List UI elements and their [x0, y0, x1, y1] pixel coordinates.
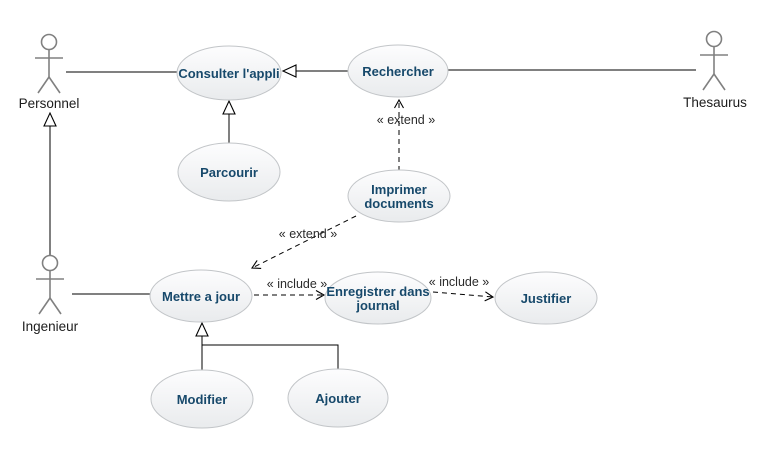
- edge-generalization-ajouter-branch: [202, 344, 339, 369]
- edge-extend-imprimer-mettre: [250, 215, 357, 269]
- usecase-label: Parcourir: [200, 165, 258, 180]
- usecase-label-line2: journal: [355, 298, 399, 313]
- usecase-mettre-a-jour[interactable]: Mettre a jour: [149, 269, 253, 323]
- usecase-imprimer-documents[interactable]: Imprimer documents: [347, 169, 451, 223]
- usecase-label-line1: Enregistrer dans: [326, 284, 429, 299]
- include-label: « include »: [429, 275, 490, 289]
- extend-label: « extend »: [377, 113, 435, 127]
- usecase-label-line1: Imprimer: [371, 182, 427, 197]
- usecase-label: Ajouter: [315, 391, 361, 406]
- actor-thesaurus[interactable]: Thesaurus: [683, 30, 747, 111]
- usecase-label: Mettre a jour: [162, 289, 240, 304]
- usecase-ajouter[interactable]: Ajouter: [287, 368, 389, 428]
- actor-label: Thesaurus: [683, 95, 747, 110]
- edge-include-enregistrer-justifier: [432, 291, 495, 302]
- usecase-enregistrer-dans-journal[interactable]: Enregistrer dans journal: [324, 271, 432, 325]
- extend-label: « extend »: [279, 227, 337, 241]
- actor-label: Ingenieur: [22, 319, 79, 334]
- usecase-consulter-lappli[interactable]: Consulter l'appli: [176, 45, 282, 101]
- usecase-label: Rechercher: [362, 64, 434, 79]
- include-label: « include »: [267, 277, 328, 291]
- actor-ingenieur[interactable]: Ingenieur: [22, 254, 79, 335]
- stick-figure-icon: [36, 254, 64, 315]
- stick-figure-icon: [700, 30, 728, 91]
- usecase-rechercher[interactable]: Rechercher: [347, 44, 449, 98]
- usecase-modifier[interactable]: Modifier: [150, 369, 254, 429]
- usecase-justifier[interactable]: Justifier: [494, 271, 598, 325]
- usecase-parcourir[interactable]: Parcourir: [177, 142, 281, 202]
- usecase-label: Justifier: [521, 291, 572, 306]
- actor-personnel[interactable]: Personnel: [19, 33, 80, 112]
- stick-figure-icon: [35, 33, 63, 94]
- usecase-label-line2: documents: [364, 196, 433, 211]
- usecase-label: Modifier: [177, 392, 228, 407]
- actor-label: Personnel: [19, 96, 80, 111]
- usecase-label: Consulter l'appli: [178, 66, 279, 81]
